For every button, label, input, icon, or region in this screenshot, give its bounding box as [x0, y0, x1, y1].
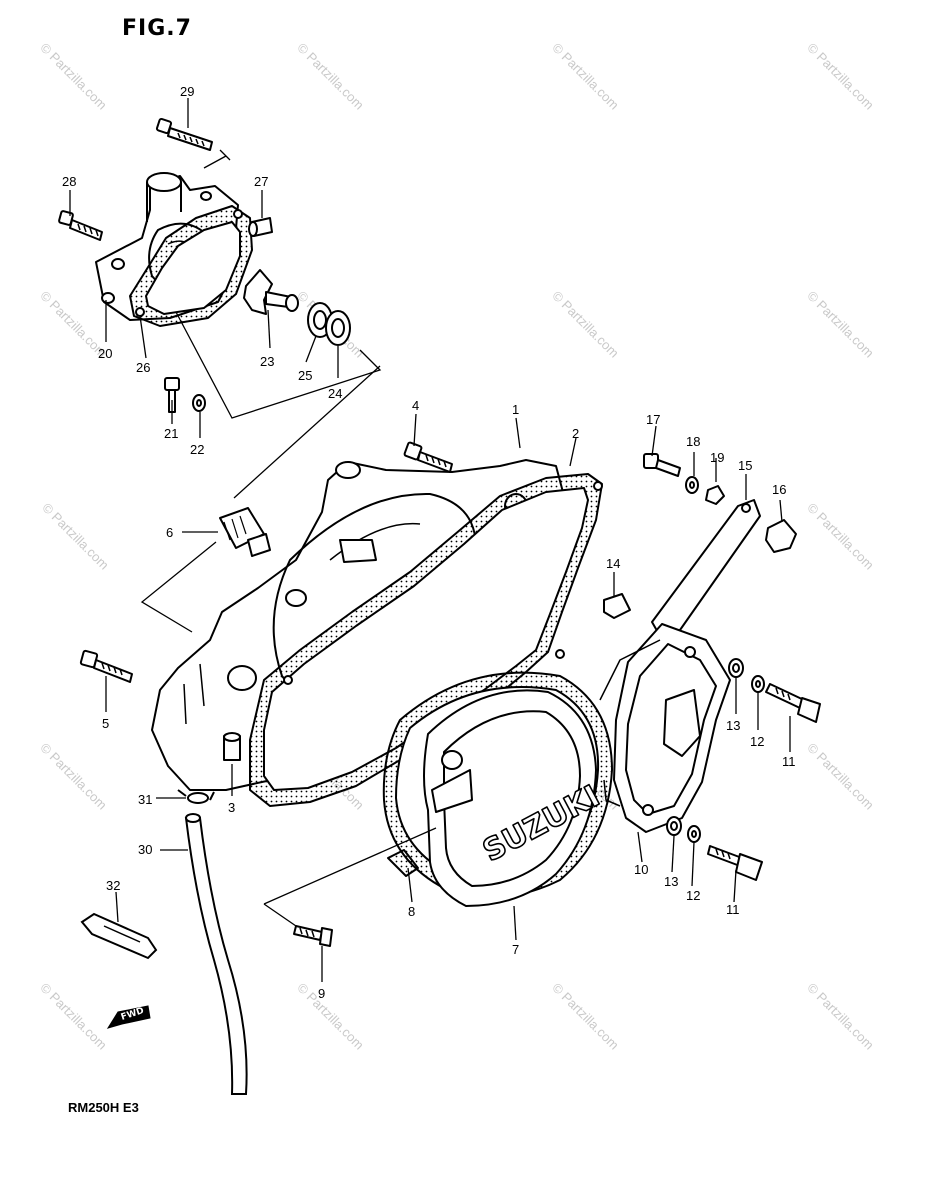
callout-12-lower: 12 [686, 888, 700, 903]
sprocket-cover-10 [613, 623, 731, 833]
dowel-pin-3 [223, 732, 241, 761]
bolt-29 [155, 117, 213, 151]
sprocket-cover-group [599, 453, 821, 881]
bracket-32 [80, 912, 158, 960]
callout-10: 10 [634, 862, 648, 877]
callout-12-upper: 12 [750, 734, 764, 749]
clamp-31 [177, 789, 215, 804]
clutch-cover-group [79, 441, 603, 807]
callout-6: 6 [166, 525, 173, 540]
callout-numbers: 1 2 3 4 5 6 7 8 9 10 11 11 12 12 13 13 1… [62, 84, 796, 1001]
cover-gasket-2 [249, 473, 603, 807]
washer-18 [685, 476, 699, 494]
model-code: RM250H E3 [68, 1100, 139, 1115]
leader-lines [69, 98, 791, 982]
bolt-5 [79, 649, 133, 683]
callout-4: 4 [412, 398, 419, 413]
magneto-cover-7: SUZUKI [423, 689, 606, 907]
bolt-4 [403, 441, 453, 473]
callout-27: 27 [254, 174, 268, 189]
bolt-21 [164, 377, 180, 413]
callout-23: 23 [260, 354, 274, 369]
pump-gasket-26 [129, 205, 253, 327]
callout-2: 2 [572, 426, 579, 441]
callout-30: 30 [138, 842, 152, 857]
callout-16: 16 [772, 482, 786, 497]
callout-11-upper: 11 [782, 754, 796, 769]
callout-8: 8 [408, 904, 415, 919]
bearing-24 [325, 310, 351, 346]
washer-22 [192, 394, 206, 412]
callout-25: 25 [298, 368, 312, 383]
callout-3: 3 [228, 800, 235, 815]
bolt-17 [643, 453, 681, 477]
filler-cap-6 [219, 507, 271, 557]
callout-17: 17 [646, 412, 660, 427]
callout-21: 21 [164, 426, 178, 441]
callout-28: 28 [62, 174, 76, 189]
callout-31: 31 [138, 792, 152, 807]
washer-13-upper [728, 658, 744, 678]
callout-22: 22 [190, 442, 204, 457]
callout-32: 32 [106, 878, 120, 893]
callout-15: 15 [738, 458, 752, 473]
magneto-cover-group: SUZUKI [293, 671, 613, 947]
washer-12-upper [751, 675, 765, 693]
callout-26: 26 [136, 360, 150, 375]
callout-18: 18 [686, 434, 700, 449]
bolt-9 [293, 925, 333, 947]
breather-group [80, 789, 248, 1095]
bolt-11-lower [707, 845, 763, 881]
water-pump-group [58, 117, 351, 413]
cushion-16 [765, 519, 797, 553]
callout-7: 7 [512, 942, 519, 957]
bolt-11-upper [765, 683, 821, 723]
callout-29: 29 [180, 84, 194, 99]
dowel-pin-27 [248, 217, 273, 237]
washer-13-lower [666, 816, 682, 836]
callout-9: 9 [318, 986, 325, 1001]
callout-14: 14 [606, 556, 620, 571]
figure-title: FIG.7 [122, 16, 192, 41]
forward-arrow-icon: FWD [106, 1005, 151, 1029]
callout-13-lower: 13 [664, 874, 678, 889]
nut-19 [705, 485, 725, 505]
callout-19: 19 [710, 450, 724, 465]
callout-24: 24 [328, 386, 342, 401]
callout-11-lower: 11 [726, 902, 740, 917]
callout-13-upper: 13 [726, 718, 740, 733]
impeller-23 [243, 269, 299, 315]
callout-5: 5 [102, 716, 109, 731]
washer-12-lower [687, 825, 701, 843]
callout-1: 1 [512, 402, 519, 417]
breather-hose-30 [184, 813, 248, 1095]
guard-arm-15 [651, 499, 761, 637]
collar-14 [603, 593, 631, 619]
bolt-28 [58, 210, 103, 241]
callout-20: 20 [98, 346, 112, 361]
